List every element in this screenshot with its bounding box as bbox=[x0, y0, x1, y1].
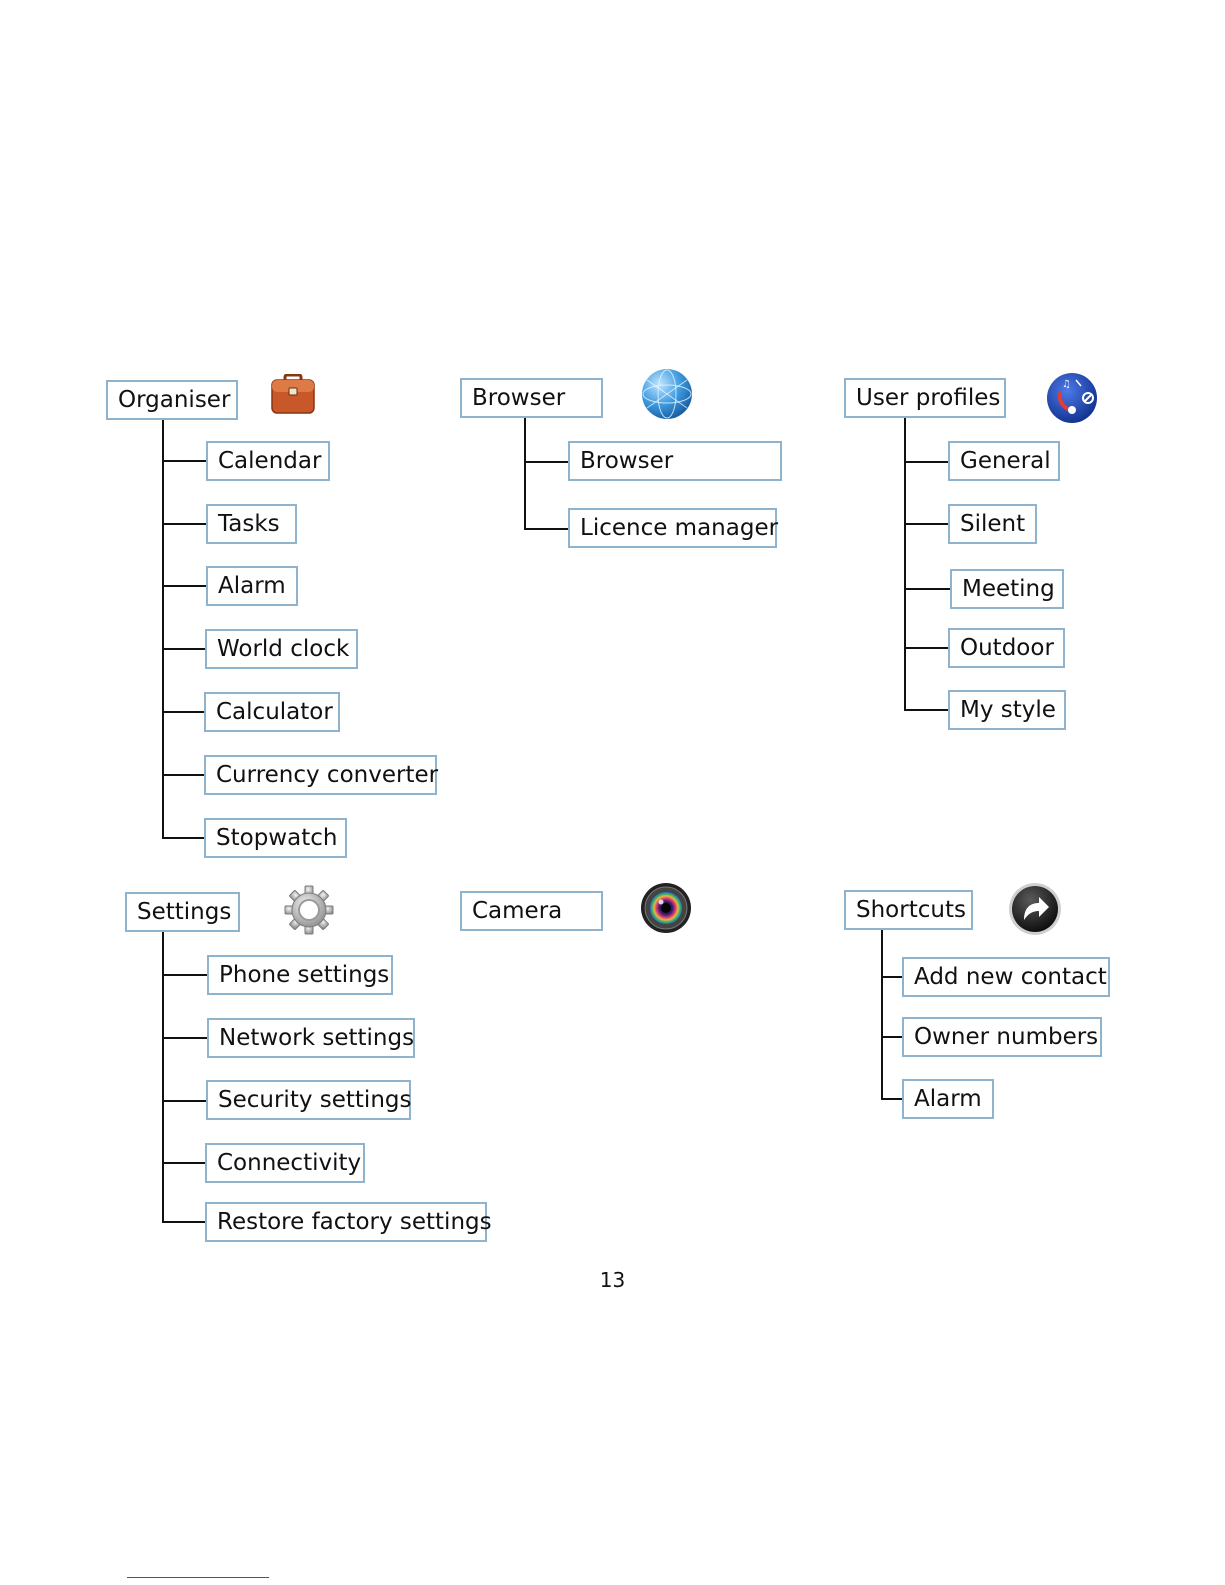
organiser-item-label: Currency converter bbox=[216, 761, 439, 788]
camera-lens-icon bbox=[640, 882, 692, 934]
user-profiles-branch-general bbox=[904, 461, 949, 463]
shortcuts-item-label: Add new contact bbox=[914, 963, 1107, 990]
user-profiles-item-label: Meeting bbox=[962, 575, 1055, 602]
organiser-branch-world-clock bbox=[162, 648, 206, 650]
user-profiles-item-label: Outdoor bbox=[960, 634, 1054, 661]
settings-item-label: Network settings bbox=[219, 1024, 415, 1051]
organiser-item-alarm[interactable]: Alarm bbox=[206, 566, 298, 606]
organiser-item-calculator[interactable]: Calculator bbox=[204, 692, 340, 732]
shortcuts-item-alarm[interactable]: Alarm bbox=[902, 1079, 994, 1119]
user-profiles-item-label: Silent bbox=[960, 510, 1026, 537]
browser-title-box[interactable]: Browser bbox=[460, 378, 603, 418]
organiser-branch-tasks bbox=[162, 523, 207, 525]
briefcase-icon bbox=[271, 373, 315, 414]
settings-branch-connectivity bbox=[162, 1162, 206, 1164]
user-profiles-item-general[interactable]: General bbox=[948, 441, 1060, 481]
user-profiles-trunk bbox=[904, 418, 906, 710]
shortcuts-branch-alarm bbox=[881, 1098, 903, 1100]
settings-title: Settings bbox=[137, 898, 232, 925]
organiser-trunk bbox=[162, 420, 164, 839]
user-profiles-item-silent[interactable]: Silent bbox=[948, 504, 1037, 544]
organiser-title-box[interactable]: Organiser bbox=[106, 380, 238, 420]
user-profiles-item-outdoor[interactable]: Outdoor bbox=[948, 628, 1065, 668]
profile-dial-icon: ♫ bbox=[1046, 372, 1098, 424]
gear-icon bbox=[283, 884, 335, 936]
browser-branch-browser bbox=[524, 461, 569, 463]
organiser-item-tasks[interactable]: Tasks bbox=[206, 504, 297, 544]
settings-branch-restore-factory-settings bbox=[162, 1221, 206, 1223]
browser-item-label: Browser bbox=[580, 447, 674, 474]
shortcuts-trunk bbox=[881, 930, 883, 1100]
browser-trunk bbox=[524, 418, 526, 530]
user-profiles-branch-silent bbox=[904, 523, 949, 525]
camera-title-box[interactable]: Camera bbox=[460, 891, 603, 931]
organiser-item-label: Stopwatch bbox=[216, 824, 338, 851]
browser-branch-licence-manager bbox=[524, 528, 569, 530]
shortcuts-item-owner-numbers[interactable]: Owner numbers bbox=[902, 1017, 1102, 1057]
shortcuts-branch-add-new-contact bbox=[881, 976, 903, 978]
browser-item-licence-manager[interactable]: Licence manager bbox=[568, 508, 779, 548]
shortcuts-item-label: Owner numbers bbox=[914, 1023, 1099, 1050]
browser-item-browser[interactable]: Browser bbox=[568, 441, 782, 481]
organiser-branch-alarm bbox=[162, 585, 207, 587]
organiser-item-stopwatch[interactable]: Stopwatch bbox=[204, 818, 347, 858]
shortcuts-item-label: Alarm bbox=[914, 1085, 982, 1112]
organiser-branch-stopwatch bbox=[162, 837, 205, 839]
organiser-item-world-clock[interactable]: World clock bbox=[205, 629, 358, 669]
shortcuts-title-box[interactable]: Shortcuts bbox=[844, 890, 973, 930]
organiser-item-label: Calendar bbox=[218, 447, 322, 474]
user-profiles-branch-my-style bbox=[904, 709, 949, 711]
settings-item-label: Connectivity bbox=[217, 1149, 362, 1176]
shortcuts-branch-owner-numbers bbox=[881, 1036, 903, 1038]
settings-item-network-settings[interactable]: Network settings bbox=[207, 1018, 415, 1058]
organiser-item-currency-converter[interactable]: Currency converter bbox=[204, 755, 439, 795]
settings-item-connectivity[interactable]: Connectivity bbox=[205, 1143, 365, 1183]
globe-icon bbox=[641, 368, 693, 420]
user-profiles-branch-outdoor bbox=[904, 647, 949, 649]
shortcuts-item-add-new-contact[interactable]: Add new contact bbox=[902, 957, 1110, 997]
organiser-item-label: Alarm bbox=[218, 572, 286, 599]
browser-title: Browser bbox=[472, 384, 566, 411]
organiser-title: Organiser bbox=[118, 386, 231, 413]
settings-item-phone-settings[interactable]: Phone settings bbox=[207, 955, 393, 995]
shortcut-arrow-icon bbox=[1008, 882, 1062, 936]
settings-trunk bbox=[162, 932, 164, 1223]
svg-text:♫: ♫ bbox=[1062, 379, 1071, 390]
organiser-branch-calendar bbox=[162, 460, 207, 462]
user-profiles-item-label: General bbox=[960, 447, 1051, 474]
camera-title: Camera bbox=[472, 897, 563, 924]
organiser-item-label: Calculator bbox=[216, 698, 333, 725]
page-number: 13 bbox=[599, 1268, 626, 1292]
settings-item-label: Security settings bbox=[218, 1086, 412, 1113]
settings-branch-network-settings bbox=[162, 1037, 208, 1039]
organiser-item-calendar[interactable]: Calendar bbox=[206, 441, 330, 481]
user-profiles-item-meeting[interactable]: Meeting bbox=[950, 569, 1064, 609]
user-profiles-title: User profiles bbox=[856, 384, 1001, 411]
settings-branch-phone-settings bbox=[162, 974, 208, 976]
settings-branch-security-settings bbox=[162, 1100, 207, 1102]
settings-title-box[interactable]: Settings bbox=[125, 892, 240, 932]
settings-item-label: Phone settings bbox=[219, 961, 390, 988]
user-profiles-item-label: My style bbox=[960, 696, 1056, 723]
user-profiles-title-box[interactable]: User profiles bbox=[844, 378, 1006, 418]
browser-item-label: Licence manager bbox=[580, 514, 779, 541]
footnote-rule bbox=[127, 1577, 269, 1578]
user-profiles-item-my-style[interactable]: My style bbox=[948, 690, 1066, 730]
organiser-branch-currency-converter bbox=[162, 774, 205, 776]
organiser-item-label: World clock bbox=[217, 635, 350, 662]
settings-item-security-settings[interactable]: Security settings bbox=[206, 1080, 411, 1120]
settings-item-restore-factory-settings[interactable]: Restore factory settings bbox=[205, 1202, 492, 1242]
user-profiles-branch-meeting bbox=[904, 588, 951, 590]
shortcuts-title: Shortcuts bbox=[856, 896, 966, 923]
settings-item-label: Restore factory settings bbox=[217, 1208, 492, 1235]
organiser-branch-calculator bbox=[162, 711, 205, 713]
organiser-item-label: Tasks bbox=[218, 510, 280, 537]
